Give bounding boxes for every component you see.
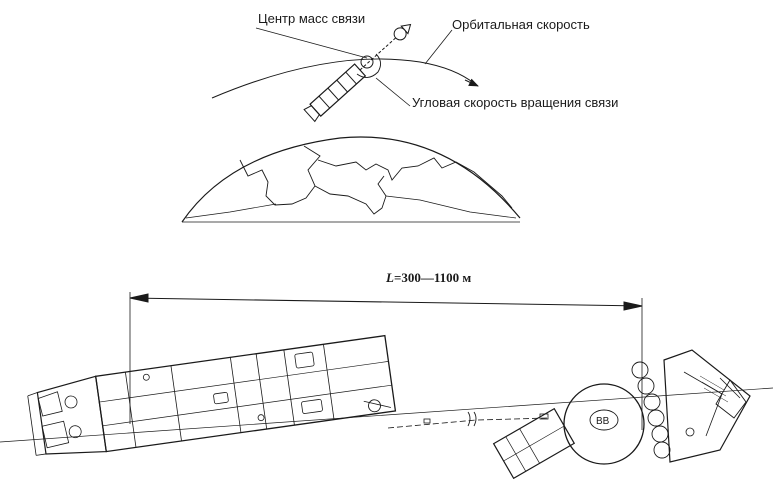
coastline: [185, 195, 517, 219]
gas-bottle-ring: [631, 361, 671, 459]
rocket-stage: [27, 334, 397, 456]
tether-reel: [368, 399, 381, 413]
distance-arrow-left: [129, 293, 149, 303]
small-tether: [359, 37, 397, 71]
leader-angular-velocity: [375, 77, 411, 107]
descent-sphere: [563, 383, 645, 465]
tether-break-mark-1: [467, 411, 471, 427]
orbital-velocity-label: Орбитальная скорость: [452, 17, 590, 32]
angular-velocity-label: Угловая скорость вращения связи: [412, 95, 619, 110]
distance-symbol: L: [386, 270, 394, 285]
orbital-tethered-system: [303, 23, 412, 123]
distance-arrow-right: [623, 301, 643, 311]
distance-dimension-line: [129, 297, 643, 307]
svg-text:ВВ: ВВ: [596, 416, 610, 427]
orbit-path: [211, 58, 476, 99]
tether: [387, 419, 477, 429]
leader-center-of-mass: [255, 27, 368, 59]
earth-limb: [181, 136, 521, 223]
leader-orbital-velocity: [424, 29, 453, 65]
center-of-mass-label: Центр масс связи: [258, 11, 366, 26]
orbital-velocity-arrow: [464, 78, 479, 87]
axis-line: [0, 387, 773, 443]
instrument-cone: [663, 349, 751, 463]
small-rocket-body: [309, 63, 367, 117]
tether-detail-scene: ВВ: [0, 292, 773, 480]
rocket-stage-body: [94, 334, 397, 453]
continent-outline-2: [314, 175, 387, 215]
angular-velocity-arc: [356, 53, 381, 78]
tether-break-mark-2: [473, 411, 477, 427]
distance-value: =300—1100 м: [393, 270, 472, 285]
spacecraft: ВВ: [492, 349, 751, 480]
orbit-scene: [181, 23, 521, 223]
distance-label: L=300—1100 м: [386, 271, 471, 284]
center-of-mass-marker: [360, 55, 374, 69]
continent-outline: [239, 145, 513, 209]
